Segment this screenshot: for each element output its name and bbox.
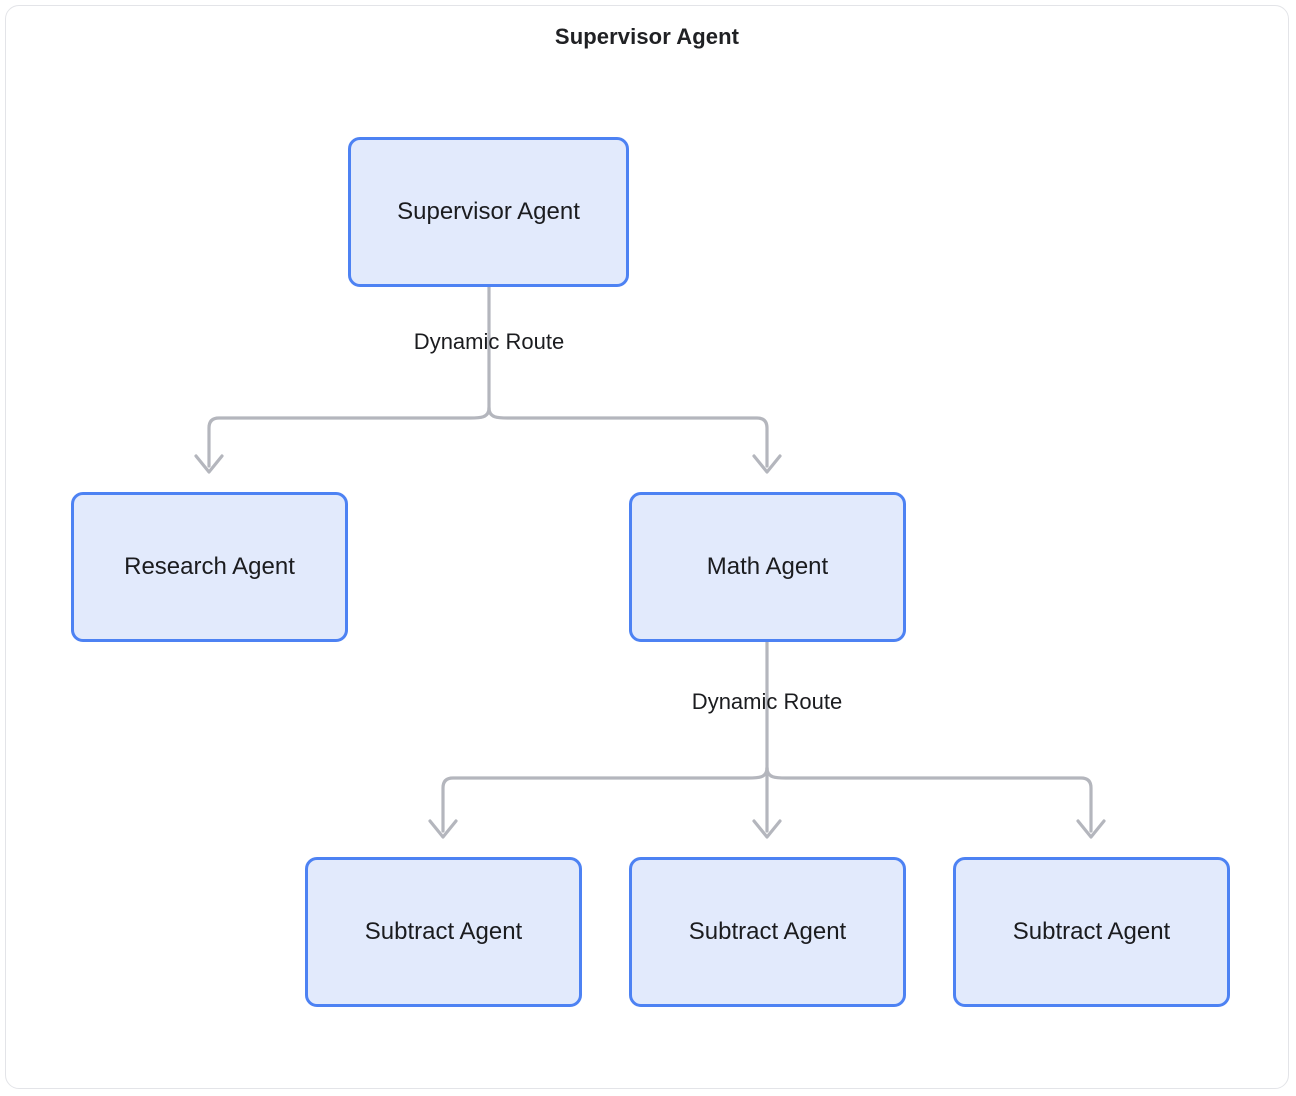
node-subtract-agent-1[interactable]: Subtract Agent — [305, 857, 582, 1007]
node-math-agent[interactable]: Math Agent — [629, 492, 906, 642]
node-subtract-agent-3[interactable]: Subtract Agent — [953, 857, 1230, 1007]
node-label: Research Agent — [124, 552, 295, 580]
node-subtract-agent-2[interactable]: Subtract Agent — [629, 857, 906, 1007]
node-label: Math Agent — [706, 552, 829, 580]
node-supervisor-agent[interactable]: Supervisor Agent — [348, 137, 629, 287]
edge-label-supervisor-branch: Dynamic Route — [413, 329, 565, 354]
edge-label-math-branch: Dynamic Route — [691, 689, 843, 714]
node-label: Subtract Agent — [688, 917, 847, 945]
node-label: Supervisor Agent — [397, 197, 580, 225]
node-label: Subtract Agent — [364, 917, 523, 945]
node-label: Subtract Agent — [1012, 917, 1171, 945]
node-research-agent[interactable]: Research Agent — [71, 492, 348, 642]
diagram-title: Supervisor Agent — [554, 24, 740, 49]
